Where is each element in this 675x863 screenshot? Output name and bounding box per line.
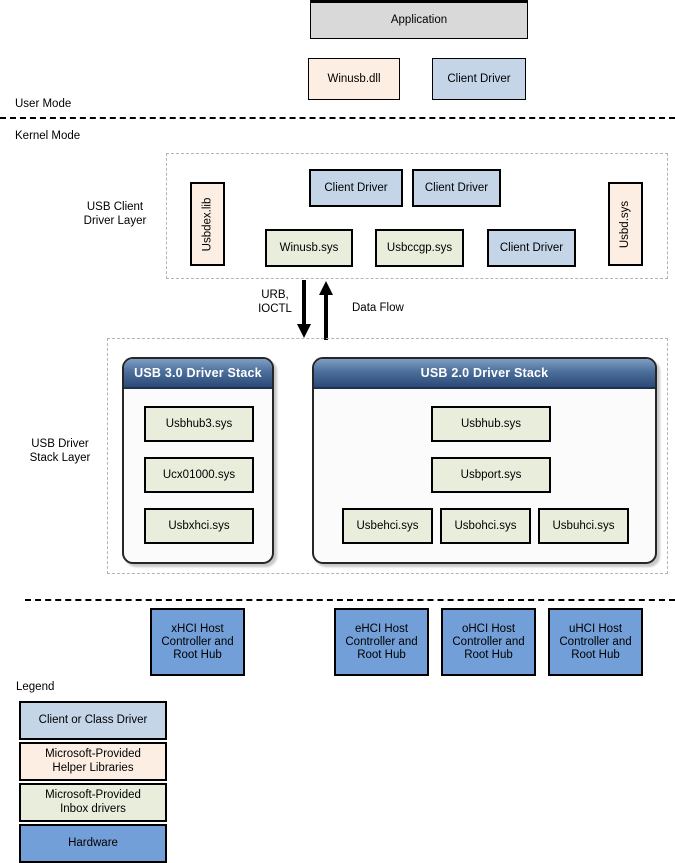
legend-title: Legend [16,681,55,693]
ehci-host-controller-box[interactable]: eHCI Host Controller and Root Hub [334,608,429,676]
user-mode-label: User Mode [15,98,72,110]
usb20-driver-stack[interactable]: USB 2.0 Driver Stack Usbhub.sys Usbport.… [312,357,657,564]
winusb-dll-label: Winusb.dll [327,72,381,85]
ohci-host-controller-label: oHCI Host Controller and Root Hub [452,622,525,661]
client-driver-layer-group [166,153,668,279]
client-driver-box-2[interactable]: Client Driver [412,169,501,207]
usbd-sys-label: Usbd.sys [619,200,632,248]
legend-item-helper-libraries: Microsoft-Provided Helper Libraries [19,742,167,781]
usbccgp-sys-label: Usbccgp.sys [386,241,453,254]
usbehci-sys-label: Usbehci.sys [356,519,419,532]
driver-stack-layer-label: USB Driver Stack Layer [29,438,91,464]
application-label: Application [390,14,448,26]
usbhub-sys-box[interactable]: Usbhub.sys [431,406,551,442]
usb30-driver-stack[interactable]: USB 3.0 Driver Stack Usbhub3.sys Ucx0100… [122,357,274,564]
client-driver-label-1: Client Driver [324,181,388,194]
ehci-host-controller-label: eHCI Host Controller and Root Hub [345,622,418,661]
ohci-host-controller-box[interactable]: oHCI Host Controller and Root Hub [441,608,536,676]
winusb-sys-box[interactable]: Winusb.sys [265,229,353,267]
legend-item-client-driver: Client or Class Driver [19,701,167,740]
legend-item-inbox-drivers: Microsoft-Provided Inbox drivers [19,783,167,822]
usbehci-sys-box[interactable]: Usbehci.sys [342,508,433,544]
xhci-host-controller-label: xHCI Host Controller and Root Hub [161,622,234,661]
usbhub-sys-label: Usbhub.sys [460,417,522,430]
ucx01000-sys-box[interactable]: Ucx01000.sys [144,457,254,493]
kernel-hardware-separator [25,599,675,601]
usb20-stack-title: USB 2.0 Driver Stack [314,359,655,389]
client-driver-box-1[interactable]: Client Driver [309,169,403,207]
usbhub3-sys-box[interactable]: Usbhub3.sys [144,406,254,442]
usbdex-lib-box[interactable]: Usbdex.lib [190,182,225,266]
legend-label-hardware: Hardware [68,836,118,849]
usbuhci-sys-label: Usbuhci.sys [552,519,615,532]
ucx01000-sys-label: Ucx01000.sys [162,468,236,481]
usb30-stack-title: USB 3.0 Driver Stack [124,359,272,389]
flow-arrows [297,280,333,340]
legend-label-helper-libraries: Microsoft-Provided Helper Libraries [45,748,141,774]
winusb-sys-label: Winusb.sys [279,241,339,254]
client-driver-label-3: Client Driver [499,241,564,254]
user-client-driver-label: Client Driver [447,72,511,85]
xhci-host-controller-box[interactable]: xHCI Host Controller and Root Hub [150,608,245,676]
usbxhci-sys-box[interactable]: Usbxhci.sys [144,508,254,544]
driver-stack-layer-group [107,338,668,574]
client-driver-box-3[interactable]: Client Driver [487,229,576,267]
application-box[interactable]: Application [310,0,528,39]
usbdex-lib-label: Usbdex.lib [201,197,214,251]
usbd-sys-box[interactable]: Usbd.sys [608,182,643,266]
data-flow-label: Data Flow [352,302,404,314]
winusb-dll-box[interactable]: Winusb.dll [308,58,400,100]
usbccgp-sys-box[interactable]: Usbccgp.sys [375,229,464,267]
usb20-stack-body: Usbhub.sys Usbport.sys Usbehci.sys Usboh… [314,389,655,562]
uhci-host-controller-box[interactable]: uHCI Host Controller and Root Hub [548,608,643,676]
usbohci-sys-label: Usbohci.sys [454,519,517,532]
usbhub3-sys-label: Usbhub3.sys [165,417,233,430]
client-driver-layer-label: USB Client Driver Layer [83,201,147,227]
usbohci-sys-box[interactable]: Usbohci.sys [440,508,531,544]
legend-label-inbox-drivers: Microsoft-Provided Inbox drivers [45,789,141,815]
kernel-mode-label: Kernel Mode [15,130,81,142]
uhci-host-controller-label: uHCI Host Controller and Root Hub [559,622,632,661]
urb-ioctl-label: URB, IOCTL [258,289,292,315]
usb30-stack-body: Usbhub3.sys Ucx01000.sys Usbxhci.sys [124,389,272,562]
usbport-sys-box[interactable]: Usbport.sys [431,457,551,493]
legend-label-client-driver: Client or Class Driver [38,713,148,726]
usbxhci-sys-label: Usbxhci.sys [168,519,230,532]
client-driver-label-2: Client Driver [424,181,489,194]
usbport-sys-label: Usbport.sys [460,468,522,481]
legend-item-hardware: Hardware [19,824,167,863]
user-client-driver-box[interactable]: Client Driver [432,58,526,100]
user-kernel-separator [0,117,675,119]
usbuhci-sys-box[interactable]: Usbuhci.sys [538,508,629,544]
